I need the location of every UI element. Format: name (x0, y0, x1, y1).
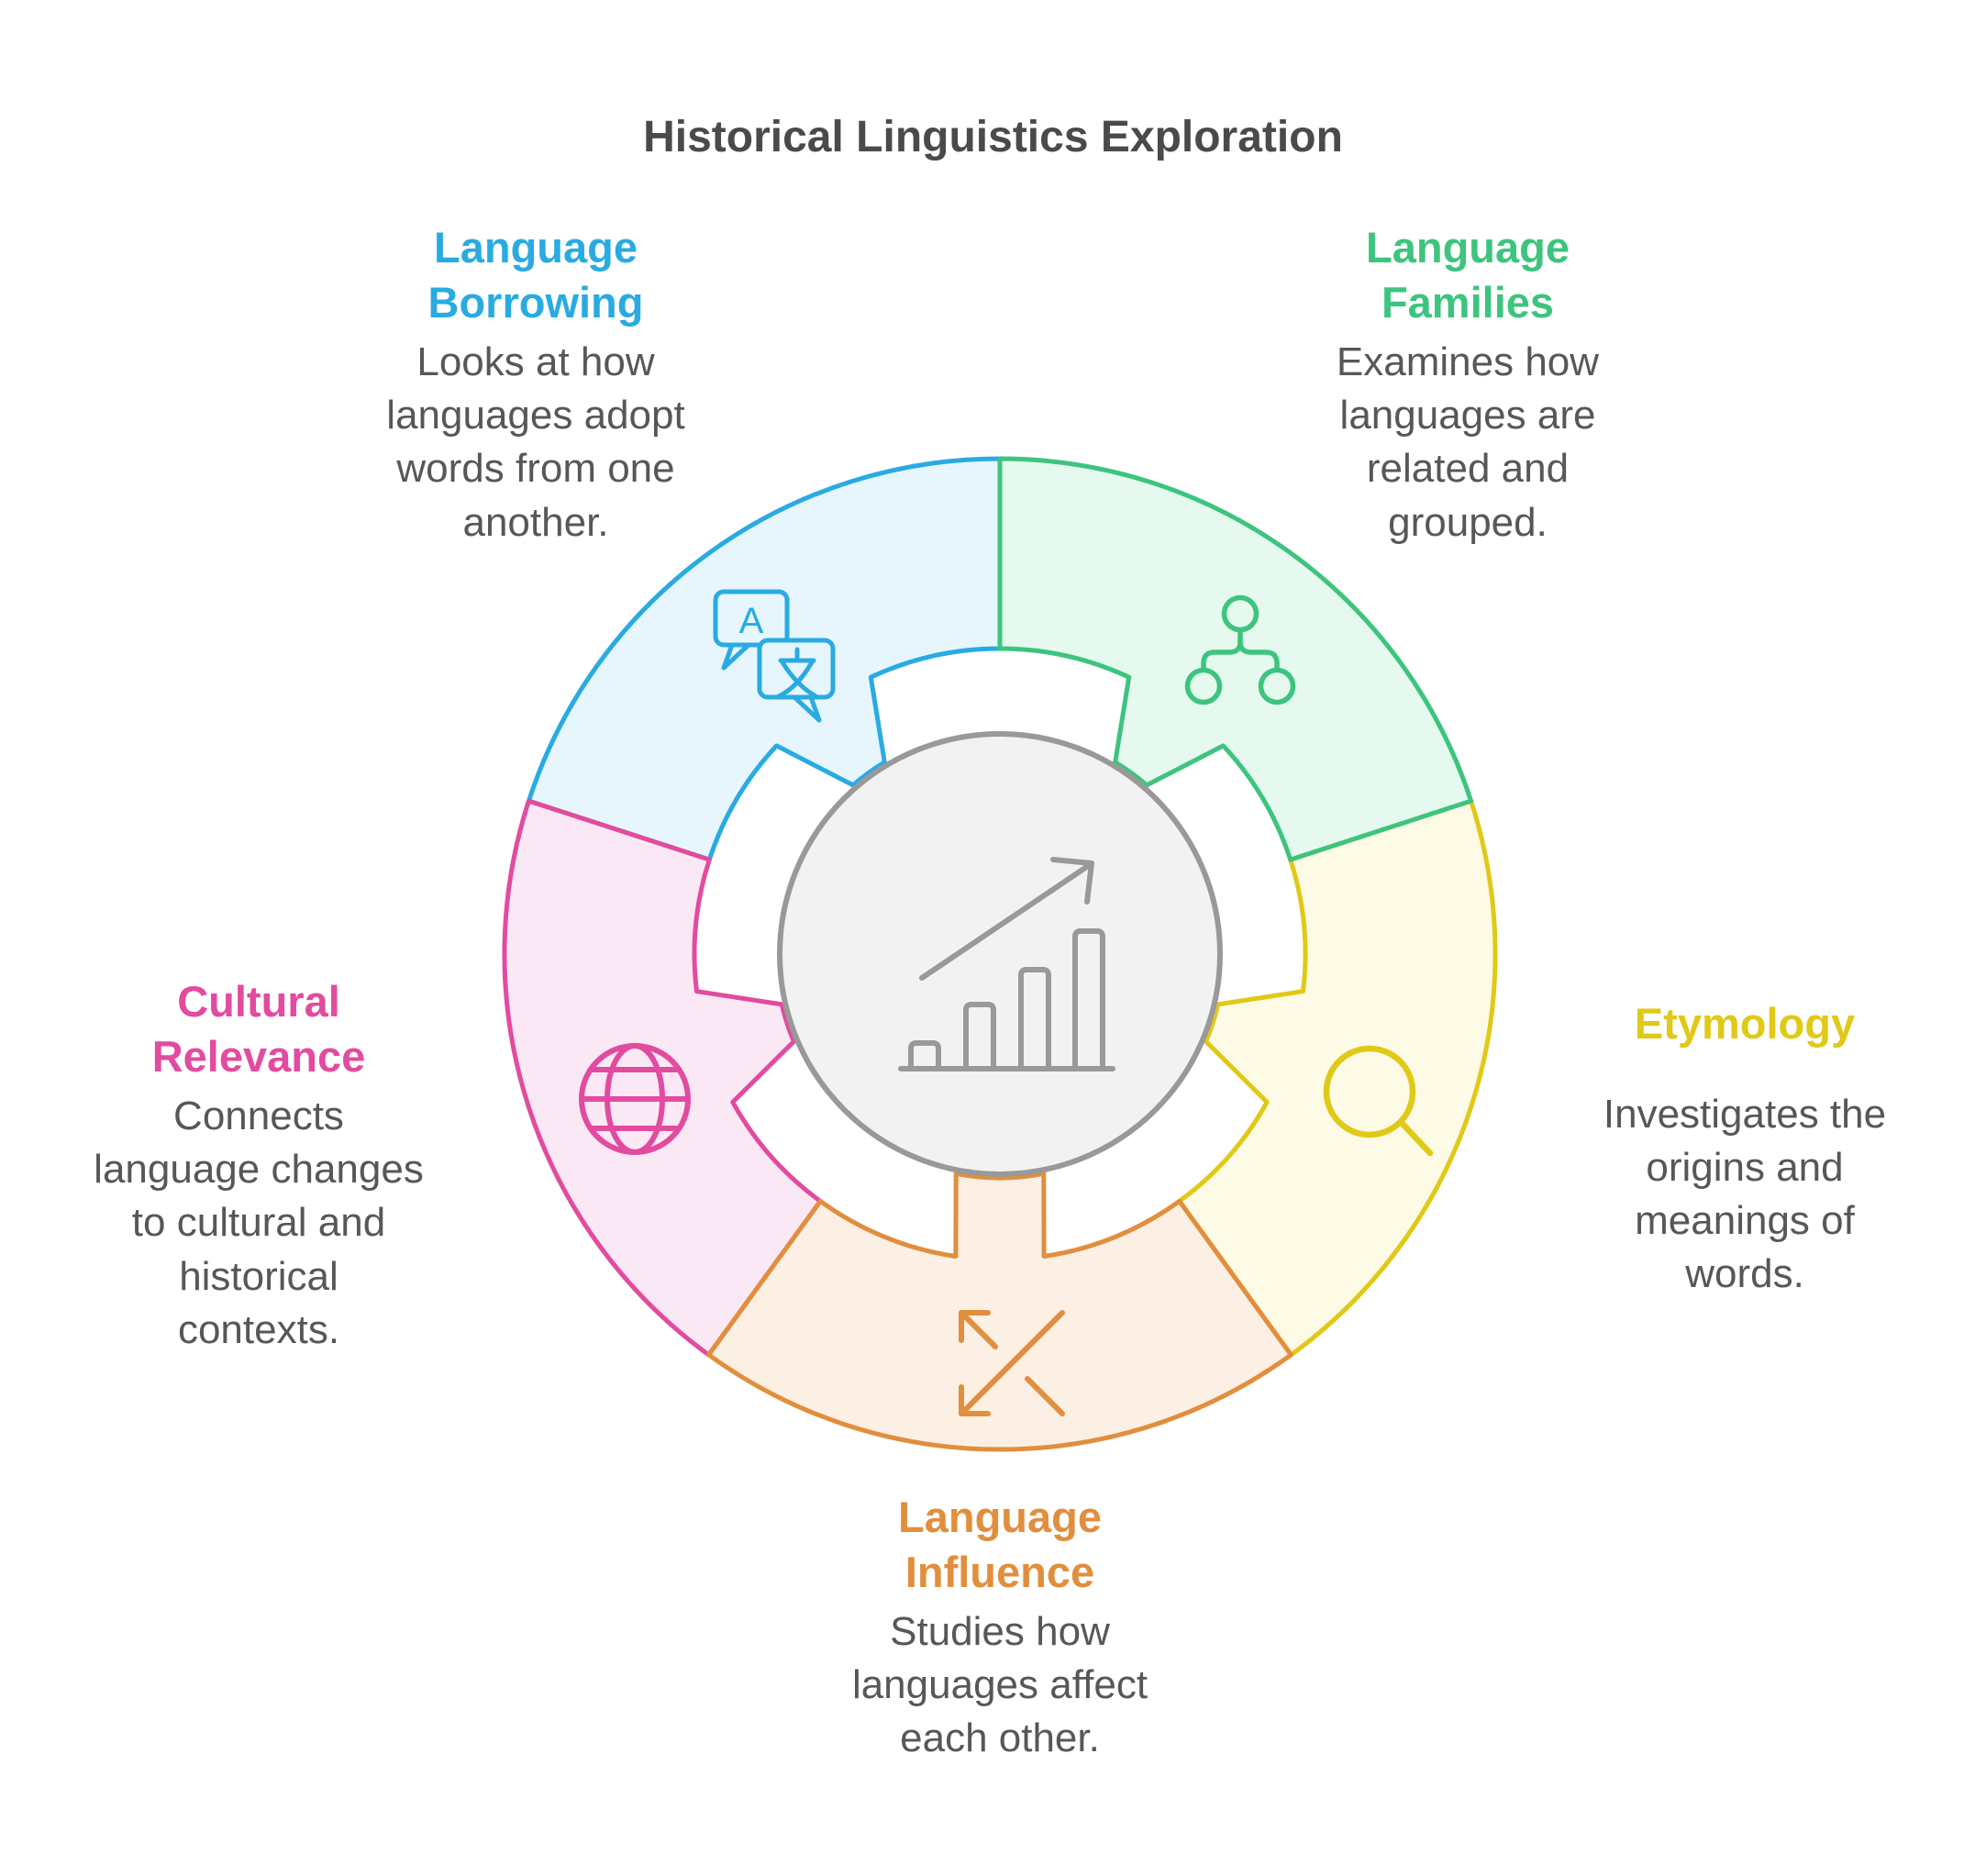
section-description: Examines how languages are related and g… (1336, 339, 1600, 545)
arrow-up-left-shaft (959, 1310, 998, 1349)
tree-right-branch (1237, 639, 1280, 672)
arrow-down-left-head (959, 1384, 991, 1416)
latin-letter-glyph: A (739, 601, 764, 641)
arrow-up-left-tail (1025, 1376, 1065, 1416)
exchange-arrows-icon (959, 1310, 1065, 1416)
center-hub (777, 731, 1223, 1177)
section-language-families-label: Language Families Examines how languages… (1229, 220, 1706, 549)
hierarchy-tree-icon (1184, 594, 1296, 705)
chart-bar-2 (963, 1002, 996, 1071)
section-title: Language Families (1366, 223, 1570, 327)
globe-icon (579, 1043, 691, 1155)
magnifying-glass-icon (1323, 1045, 1434, 1157)
section-cultural-relevance-label: Cultural Relevance Connects language cha… (20, 974, 497, 1357)
section-title: Language Influence (898, 1493, 1102, 1597)
segment-language-influence (706, 1171, 1293, 1452)
arrow-down-left-shaft (959, 1310, 1065, 1416)
chart-bar-1 (908, 1040, 941, 1071)
chart-trend-arrow-head (1050, 857, 1094, 905)
chart-trend-arrow-shaft (919, 863, 1091, 981)
section-description: Investigates the origins and meanings of… (1603, 1092, 1887, 1297)
section-title: Language Borrowing (427, 223, 644, 327)
translation-speech-bubbles-icon: A (713, 589, 836, 723)
section-description: Looks at how languages adopt words from … (386, 339, 685, 545)
page-title: Historical Linguistics Exploration (643, 113, 1343, 161)
speech-bubble-a (713, 589, 790, 648)
section-language-influence-label: Language Influence Studies how languages… (761, 1490, 1238, 1766)
center-circle (777, 731, 1223, 1177)
section-title: Cultural Relevance (151, 977, 366, 1082)
section-language-borrowing-label: Language Borrowing Looks at how language… (297, 220, 774, 549)
magnifier-lens (1323, 1045, 1416, 1138)
chart-bar-4 (1072, 928, 1105, 1071)
section-title: Etymology (1634, 999, 1856, 1048)
section-description: Connects language changes to cultural an… (94, 1093, 424, 1352)
speech-bubble-wen-tail (792, 694, 822, 723)
segment-language-families (997, 456, 1474, 862)
segment-etymology (1177, 798, 1498, 1358)
arrow-up-left-head (959, 1310, 991, 1343)
section-etymology-label: Etymology Investigates the origins and m… (1506, 996, 1983, 1301)
section-description: Studies how languages affect each other. (851, 1609, 1148, 1761)
growth-chart-icon (898, 857, 1115, 1071)
chart-bar-3 (1018, 967, 1051, 1071)
cjk-character-glyph (774, 647, 820, 700)
speech-bubble-a-tail (721, 642, 751, 671)
magnifier-handle (1397, 1118, 1434, 1157)
